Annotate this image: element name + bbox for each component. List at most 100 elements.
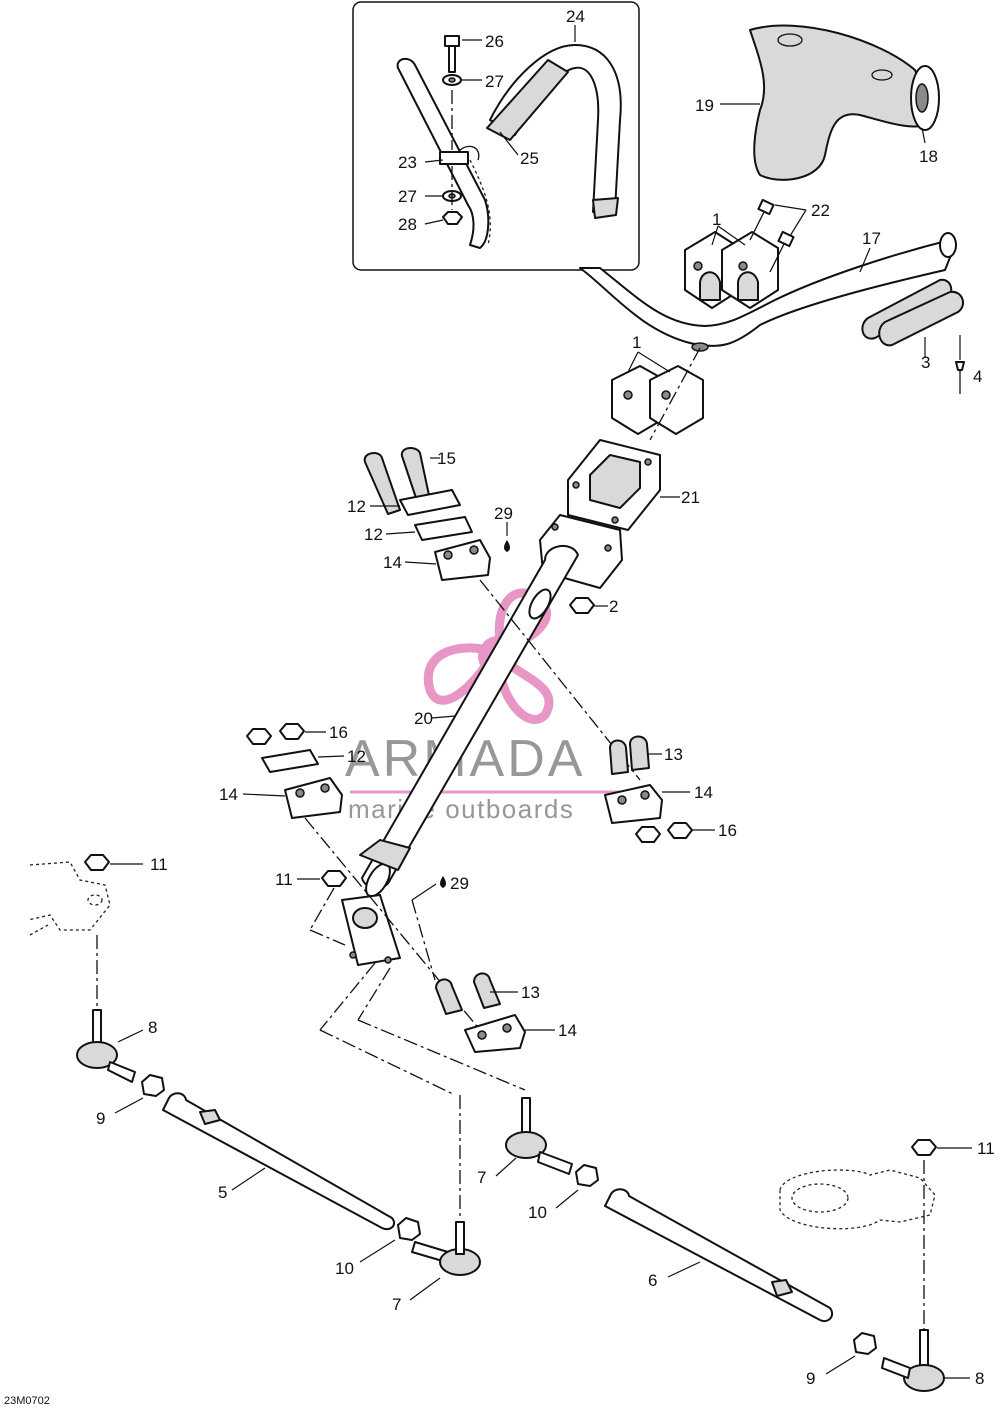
part-label-1: 1 (712, 210, 721, 229)
part-label-7: 7 (477, 1168, 486, 1187)
armada-watermark: ARMADA marine outboards (345, 588, 650, 824)
lower-sleeves (411, 876, 555, 1053)
part-label-26: 26 (485, 32, 504, 51)
upper-clamps (684, 198, 807, 309)
part-label-28: 28 (398, 215, 417, 234)
nut-16-a (246, 728, 272, 745)
stud-b (400, 447, 431, 505)
nut-10-center (575, 1164, 599, 1187)
lower-clamp-b (649, 365, 704, 435)
column-nut (569, 597, 595, 614)
tie-rod-end-stud-right (919, 1329, 929, 1367)
tie-rod-end-stud-left (92, 1009, 102, 1047)
part-label-19: 19 (695, 96, 714, 115)
clamp-plate (439, 151, 469, 165)
tie-rod-6-tube (604, 1188, 834, 1322)
part-label-12: 12 (364, 525, 383, 544)
nut-11-left (84, 854, 110, 871)
part-label-20: 20 (414, 709, 433, 728)
steering-column (359, 439, 680, 898)
left-bracket-assembly (27, 854, 165, 1114)
part-label-21: 21 (681, 488, 700, 507)
part-label-27: 27 (398, 187, 417, 206)
nut-16-c (635, 826, 661, 843)
plate-nut (321, 870, 347, 887)
part-number-labels: 1 1 2 3 4 5 6 7 7 8 8 9 9 10 10 11 11 11… (96, 7, 995, 1388)
right-mid-fasteners (604, 735, 715, 843)
part-label-27: 27 (485, 72, 504, 91)
part-label-13: 13 (664, 745, 683, 764)
sleeve-right-a (609, 739, 629, 775)
clamp-bolt-a-head (757, 198, 775, 216)
part-label-16: 16 (329, 723, 348, 742)
plate-left-mid (261, 749, 319, 773)
column-bushing (359, 839, 411, 871)
part-label-22: 22 (811, 201, 830, 220)
part-label-5: 5 (218, 1183, 227, 1202)
tie-rod-end-center (319, 962, 599, 1209)
pad-end-hole (915, 83, 929, 113)
plate-upper (399, 489, 461, 516)
clamp-bolt-b (769, 243, 785, 273)
right-ghost-bracket (779, 1169, 936, 1230)
stud-a (363, 452, 401, 515)
part-label-15: 15 (437, 449, 456, 468)
nut-11-right (911, 1139, 937, 1156)
part-label-8: 8 (148, 1018, 157, 1037)
part-label-7: 7 (392, 1295, 401, 1314)
part-label-9: 9 (96, 1109, 105, 1128)
lock-nut (442, 211, 463, 225)
part-label-3: 3 (921, 353, 930, 372)
sleeve-lower-b (473, 972, 501, 1009)
part-label-10: 10 (335, 1259, 354, 1278)
tie-rod-5-tube (162, 1092, 396, 1231)
clamp-left-mid (284, 777, 343, 819)
part-label-11: 11 (977, 1139, 995, 1158)
lower-clamps (611, 347, 704, 441)
steering-plate (297, 870, 401, 966)
part-label-2: 2 (609, 597, 618, 616)
part-label-9: 9 (806, 1369, 815, 1388)
part-label-14: 14 (558, 1021, 577, 1040)
handle-end-cap (592, 197, 619, 219)
part-label-29: 29 (450, 874, 469, 893)
part-label-14: 14 (219, 785, 238, 804)
handlebar-pad (720, 24, 940, 181)
right-bracket-assembly (779, 1139, 972, 1392)
part-label-25: 25 (520, 149, 539, 168)
clamp-bolt-a (749, 211, 765, 241)
grease-drop-icon (504, 540, 510, 552)
handlebar (579, 232, 965, 394)
inset-bar-ghost (469, 159, 491, 246)
part-label-8: 8 (975, 1369, 984, 1388)
clamp-strap (459, 145, 480, 161)
left-ghost-bracket (27, 861, 111, 931)
sleeve-lower-a (435, 978, 463, 1015)
tie-rod-end-stud-7a (455, 1221, 465, 1255)
part-label-12: 12 (347, 497, 366, 516)
rivet-head (955, 361, 965, 371)
part-label-13: 13 (521, 983, 540, 1002)
nut-10-left (397, 1217, 421, 1241)
nut-9-right (853, 1332, 877, 1355)
column-collar-top (528, 588, 552, 620)
handle-grip-sleeve (486, 59, 569, 141)
part-label-14: 14 (694, 783, 713, 802)
part-label-6: 6 (648, 1271, 657, 1290)
grip-right-piece (878, 290, 965, 347)
tie-rod-end-eye-7b (505, 1131, 547, 1159)
part-label-23: 23 (398, 153, 417, 172)
part-label-29: 29 (494, 504, 513, 523)
clamp-lower (464, 1014, 526, 1053)
tie-rod-right (604, 1188, 834, 1322)
nut-16-b (279, 723, 305, 740)
part-label-24: 24 (566, 7, 585, 26)
part-label-11: 11 (150, 855, 168, 874)
sleeve-right-b (629, 735, 650, 771)
nut-16-d (667, 822, 693, 839)
inset-frame (352, 1, 640, 271)
pad-body (749, 24, 936, 181)
handlebar-end (939, 232, 957, 258)
part-label-12: 12 (347, 747, 366, 766)
